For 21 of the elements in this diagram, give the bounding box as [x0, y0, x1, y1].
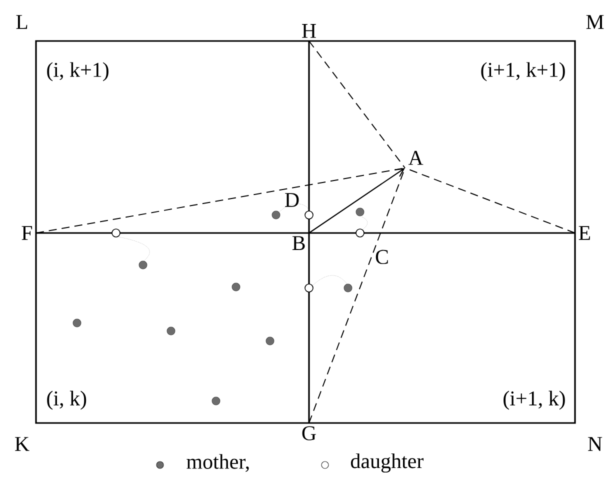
- point-label: E: [578, 226, 590, 240]
- cell-label: (i+1, k): [504, 390, 565, 410]
- point-label: L: [16, 15, 28, 29]
- point-label: D: [285, 193, 299, 207]
- cell-label: (i, k+1): [47, 62, 108, 82]
- legend-text: daughter: [350, 453, 424, 473]
- point-label: G: [302, 426, 316, 440]
- cell-label: (i, k): [47, 390, 86, 410]
- point-label: K: [15, 437, 30, 451]
- point-label: F: [22, 226, 32, 240]
- point-label: H: [302, 24, 316, 38]
- connector-line: [308, 40, 406, 168]
- point-label: N: [588, 437, 602, 451]
- legend-text: mother,: [186, 454, 249, 472]
- point-label: C: [376, 250, 388, 264]
- point-label: B: [292, 236, 305, 250]
- point-label: M: [586, 15, 604, 29]
- arrow: [308, 168, 405, 234]
- cell-label: (i+1, k+1): [481, 62, 565, 82]
- point-label: A: [408, 150, 424, 165]
- connector-line: [36, 168, 406, 234]
